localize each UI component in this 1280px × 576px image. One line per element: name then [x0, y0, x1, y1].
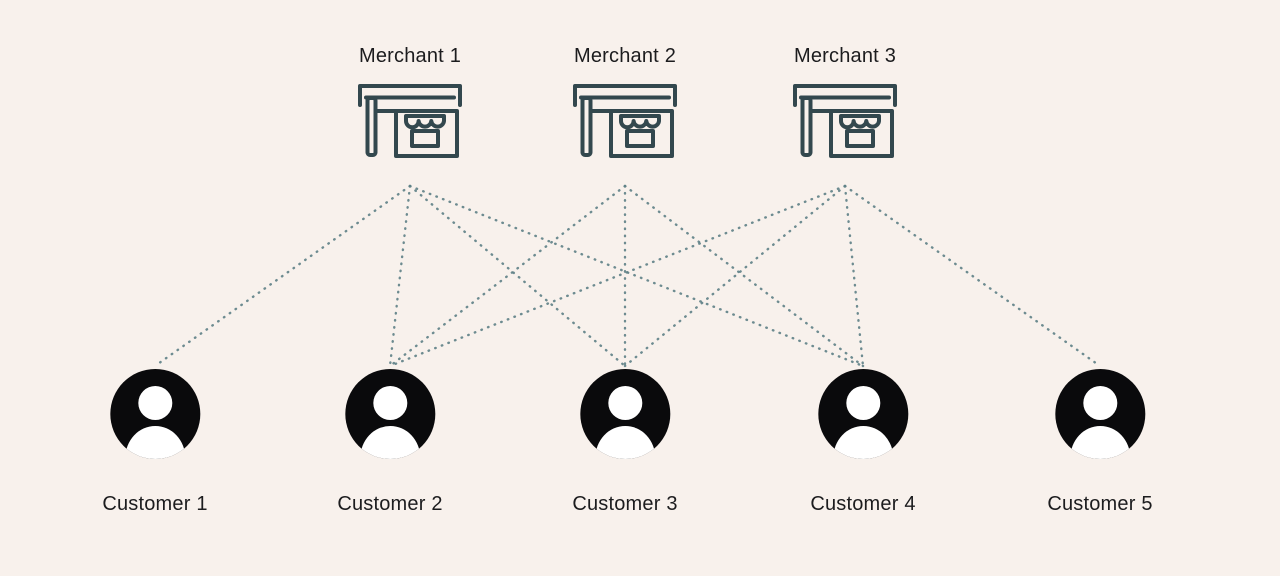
customer-1-label: Customer 1 [102, 493, 208, 515]
edge-merchant-1-customer-4 [408, 184, 865, 368]
customer-4-label: Customer 4 [810, 493, 916, 515]
customer-node-4: Customer 4 [810, 368, 915, 518]
customer-node-1: Customer 1 [102, 368, 207, 518]
storefront-icon [793, 84, 897, 158]
storefront-icon [358, 84, 462, 158]
edge-merchant-3-customer-2 [388, 184, 847, 368]
merchant-3-label: Merchant 3 [793, 45, 897, 67]
customer-node-5: Customer 5 [1047, 368, 1152, 518]
customer-node-3: Customer 3 [572, 368, 677, 518]
merchant-1-label: Merchant 1 [358, 45, 462, 67]
edge-merchant-1-customer-3 [408, 184, 627, 368]
customer-2-label: Customer 2 [337, 493, 443, 515]
edge-merchant-1-customer-2 [388, 184, 412, 368]
edge-merchant-3-customer-4 [843, 184, 865, 368]
edge-merchant-3-customer-3 [623, 184, 847, 368]
merchant-2-label: Merchant 2 [573, 45, 677, 67]
merchant-node-1: Merchant 1 [354, 42, 466, 160]
edge-merchant-2-customer-4 [623, 184, 865, 368]
edge-merchant-1-customer-1 [153, 184, 412, 368]
person-avatar-icon [1055, 369, 1145, 459]
customer-5-label: Customer 5 [1047, 493, 1153, 515]
person-avatar-icon [580, 369, 670, 459]
person-avatar-icon [818, 369, 908, 459]
customer-node-2: Customer 2 [337, 368, 442, 518]
customer-3-label: Customer 3 [572, 493, 678, 515]
person-avatar-icon [110, 369, 200, 459]
merchant-node-2: Merchant 2 [569, 42, 681, 160]
edge-merchant-2-customer-2 [388, 184, 627, 368]
edge-merchant-3-customer-5 [843, 184, 1102, 368]
merchant-node-3: Merchant 3 [789, 42, 901, 160]
person-avatar-icon [345, 369, 435, 459]
storefront-icon [573, 84, 677, 158]
